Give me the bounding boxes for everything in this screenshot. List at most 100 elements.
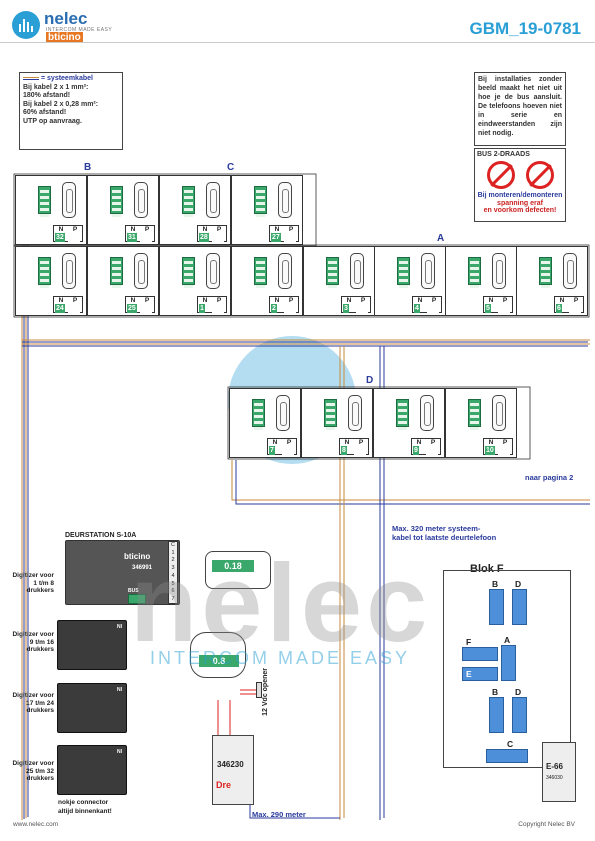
p-label: P <box>144 297 150 304</box>
dip-switch-zoom: 0.18 <box>205 551 271 589</box>
handset-icon <box>348 395 362 431</box>
handset-icon <box>492 395 506 431</box>
handset-icon <box>206 182 220 218</box>
apartment-number: 4 <box>414 304 420 313</box>
n-label: N <box>274 226 280 233</box>
n-label: N <box>130 226 136 233</box>
digitizer-label: Digitizer voor 1 t/m 8 drukkers <box>12 572 54 594</box>
room-label: F <box>466 637 472 647</box>
terminal-block <box>397 257 410 288</box>
p-label: P <box>502 439 508 446</box>
digitizer-tag: NI <box>117 749 122 755</box>
brand-name: nelec <box>44 9 88 28</box>
bticino-logo: bticino <box>46 32 83 43</box>
door-station-title: DEURSTATION S-10A <box>65 532 137 539</box>
address-display: 0.18 <box>212 560 254 572</box>
terminal-label: 6 <box>171 588 175 595</box>
handset-icon <box>420 395 434 431</box>
handset-icon <box>492 253 506 289</box>
blok-f-floorplan: B D F A E B D C <box>443 570 571 768</box>
blok-f-title: Blok F <box>470 563 504 575</box>
door-station-code: 346991 <box>132 565 153 571</box>
room-block <box>489 697 504 733</box>
handset-icon <box>134 253 148 289</box>
p-label: P <box>144 226 150 233</box>
room-block <box>489 589 504 625</box>
digitizer-label: Digitizer voor 17 t/m 24 drukkers <box>12 692 54 714</box>
handset-icon <box>421 253 435 289</box>
psu-brand: Dre <box>216 780 232 790</box>
group-label-a: A <box>437 233 445 244</box>
config-zoom: 0.8 <box>190 632 246 678</box>
p-label: P <box>358 439 364 446</box>
apartment-number: 1 <box>199 304 205 313</box>
room-block <box>512 589 527 625</box>
terminal-block <box>468 399 481 430</box>
door-station-panel <box>65 540 180 605</box>
next-page-note: naar pagina 2 <box>525 473 574 482</box>
terminal-block <box>110 186 123 217</box>
apartment-number: 2 <box>271 304 277 313</box>
p-label: P <box>288 297 294 304</box>
apartment-number: 24 <box>55 304 65 313</box>
apartment-number: 32 <box>55 233 65 242</box>
terminal-block <box>182 186 195 217</box>
room-block <box>501 645 516 681</box>
max-290-note: Max. 290 meter <box>252 810 306 819</box>
apartment-number: 7 <box>269 446 275 455</box>
n-label: N <box>559 297 565 304</box>
nokje-note-2: altijd binnenkant! <box>58 808 112 815</box>
terminal-block <box>254 186 267 217</box>
psu-code: 346230 <box>217 760 244 769</box>
handset-unit: N P 4 <box>374 246 446 316</box>
footer-website: www.nelec.com <box>13 821 59 828</box>
digitizer-label: Digitizer voor 25 t/m 32 drukkers <box>12 760 54 782</box>
room-label: E <box>466 669 472 679</box>
p-label: P <box>288 226 294 233</box>
n-label: N <box>274 297 280 304</box>
digitizer-tag: NI <box>117 687 122 693</box>
apartment-number: 9 <box>413 446 419 455</box>
legend-title: = systeemkabel <box>41 75 93 82</box>
bus-warning: BUS 2-DRAADS Bij monteren/demonteren spa… <box>474 148 566 222</box>
terminal-label: 7 <box>171 595 175 602</box>
room-block <box>486 749 528 763</box>
n-label: N <box>417 297 423 304</box>
apartment-number: 6 <box>556 304 562 313</box>
group-label-b: B <box>84 162 92 173</box>
apartment-number: 10 <box>485 446 495 455</box>
terminal-block <box>110 257 123 288</box>
room-label: D <box>515 579 522 589</box>
digitizer-module: NI <box>57 683 127 733</box>
watermark-tagline: INTERCOM MADE EASY <box>150 648 411 668</box>
warning-line-3: en voorkom defecten! <box>483 207 557 214</box>
room-block <box>462 647 498 661</box>
n-label: N <box>202 297 208 304</box>
p-label: P <box>431 297 437 304</box>
legend-line: Bij kabel 2 x 0,28 mm²: <box>23 100 99 108</box>
n-label: N <box>58 297 64 304</box>
n-label: N <box>202 226 208 233</box>
terminal-block <box>38 257 51 288</box>
room-label: B <box>492 579 499 589</box>
e66-module <box>542 742 576 802</box>
n-label: N <box>272 439 278 446</box>
installation-info: Bij installaties zonder beeld maakt het … <box>474 72 566 146</box>
terminal-block <box>182 257 195 288</box>
terminal-block <box>326 257 339 288</box>
n-label: N <box>488 297 494 304</box>
cable-legend: = systeemkabel Bij kabel 2 x 1 mm²: 180%… <box>19 72 123 150</box>
terminal-label: 1 <box>171 549 175 556</box>
handset-icon <box>276 395 290 431</box>
digitizer-module: NI <box>57 620 127 670</box>
p-label: P <box>72 297 78 304</box>
warning-line-1: Bij monteren/demonteren <box>477 192 563 199</box>
